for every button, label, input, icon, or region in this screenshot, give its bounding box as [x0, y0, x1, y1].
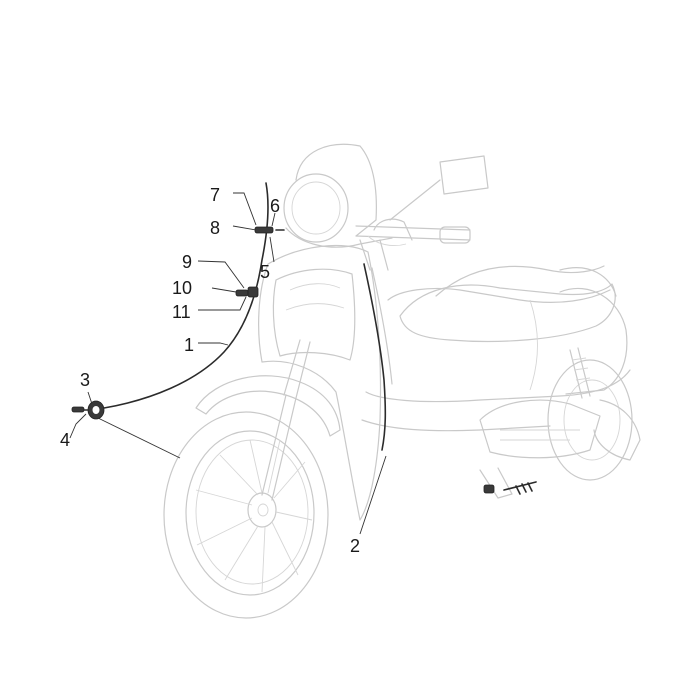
callout-5: 5	[260, 262, 270, 282]
callout-11: 11	[172, 302, 191, 322]
leg-shield	[258, 244, 382, 521]
speedometer-drive	[71, 400, 105, 420]
front-wheel-tire	[163, 411, 329, 619]
trim-strip	[363, 263, 387, 451]
front-wheel-hub	[247, 492, 277, 528]
callout-10: 10	[172, 278, 192, 298]
leader-lines	[69, 192, 387, 535]
callout-8: 8	[210, 218, 220, 238]
cable-guide-clip	[483, 481, 537, 495]
speedometer-cable	[103, 182, 269, 409]
callout-labels: 7 6 8 5 9 10 11 1 3 4 2	[60, 185, 360, 556]
upper-cable-clamp	[254, 226, 285, 234]
callout-3: 3	[80, 370, 90, 390]
callout-9: 9	[182, 252, 192, 272]
callout-4: 4	[60, 430, 70, 450]
seat	[399, 283, 616, 343]
lower-cable-clamp	[235, 286, 259, 298]
mirror	[389, 155, 489, 221]
scooter-outline	[163, 143, 641, 619]
callout-7: 7	[210, 185, 220, 205]
headlight	[283, 173, 349, 243]
callout-1: 1	[184, 335, 194, 355]
callout-6: 6	[270, 196, 280, 216]
callout-2: 2	[350, 536, 360, 556]
